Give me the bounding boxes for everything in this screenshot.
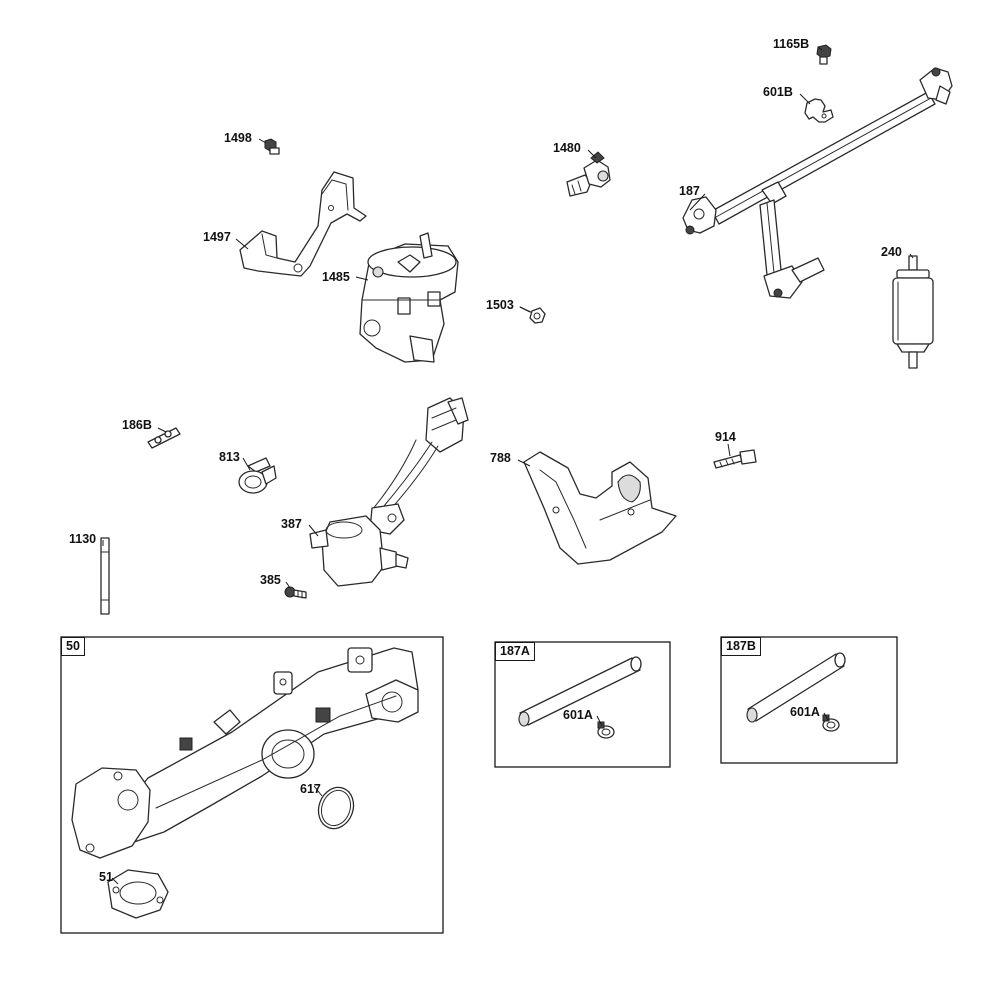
part-1498-bolt (264, 138, 280, 155)
callout-601A-a: 601A (563, 708, 593, 722)
callout-186B: 186B (122, 418, 152, 432)
part-601B-clamp (804, 98, 834, 123)
part-187-fuel-line (682, 67, 953, 299)
callout-1503: 1503 (486, 298, 514, 312)
part-914-bolt (713, 449, 757, 469)
part-186B-connector (147, 427, 181, 449)
box-label-50: 50 (61, 637, 85, 656)
box-label-187B: 187B (721, 637, 761, 656)
part-385-screw (284, 586, 307, 599)
part-240-fuel-filter (892, 255, 934, 369)
part-51-gasket (107, 869, 169, 919)
part-1165B-bolt (816, 44, 832, 65)
callout-51: 51 (99, 870, 113, 884)
part-1480-fitting (566, 151, 611, 197)
part-1485-fuel-module (359, 232, 459, 363)
part-788-bracket (523, 451, 677, 565)
callout-788: 788 (490, 451, 511, 465)
part-1497-bracket (239, 171, 367, 277)
box-187A-frame (494, 641, 671, 768)
part-187B-hose (746, 652, 846, 723)
callout-1165B: 1165B (773, 37, 810, 51)
callout-601B: 601B (763, 85, 793, 99)
callout-1497: 1497 (203, 230, 231, 244)
part-601A-clamp-b (822, 714, 840, 732)
box-187B-frame (720, 636, 898, 764)
leader-lines (102, 46, 914, 885)
part-617-o-ring (317, 786, 355, 830)
callout-601A-b: 601A (790, 705, 820, 719)
part-601A-clamp-a (597, 721, 615, 739)
part-813-clamp (238, 457, 277, 494)
part-1130-stud (100, 537, 110, 615)
callout-1485: 1485 (322, 270, 350, 284)
callout-1498: 1498 (224, 131, 252, 145)
box-label-187A: 187A (495, 642, 535, 661)
callout-813: 813 (219, 450, 240, 464)
part-387-fuel-pump (309, 397, 469, 587)
callout-385: 385 (260, 573, 281, 587)
callout-1480: 1480 (553, 141, 581, 155)
part-50-manifold (71, 647, 419, 859)
callout-240: 240 (881, 245, 902, 259)
box-50-frame (60, 636, 444, 934)
callout-617: 617 (300, 782, 321, 796)
callout-187: 187 (679, 184, 700, 198)
part-1503-bolt (519, 306, 546, 324)
part-187A-hose (518, 656, 642, 727)
callout-914: 914 (715, 430, 736, 444)
callout-387: 387 (281, 517, 302, 531)
callout-1130: 1130 (69, 532, 97, 546)
